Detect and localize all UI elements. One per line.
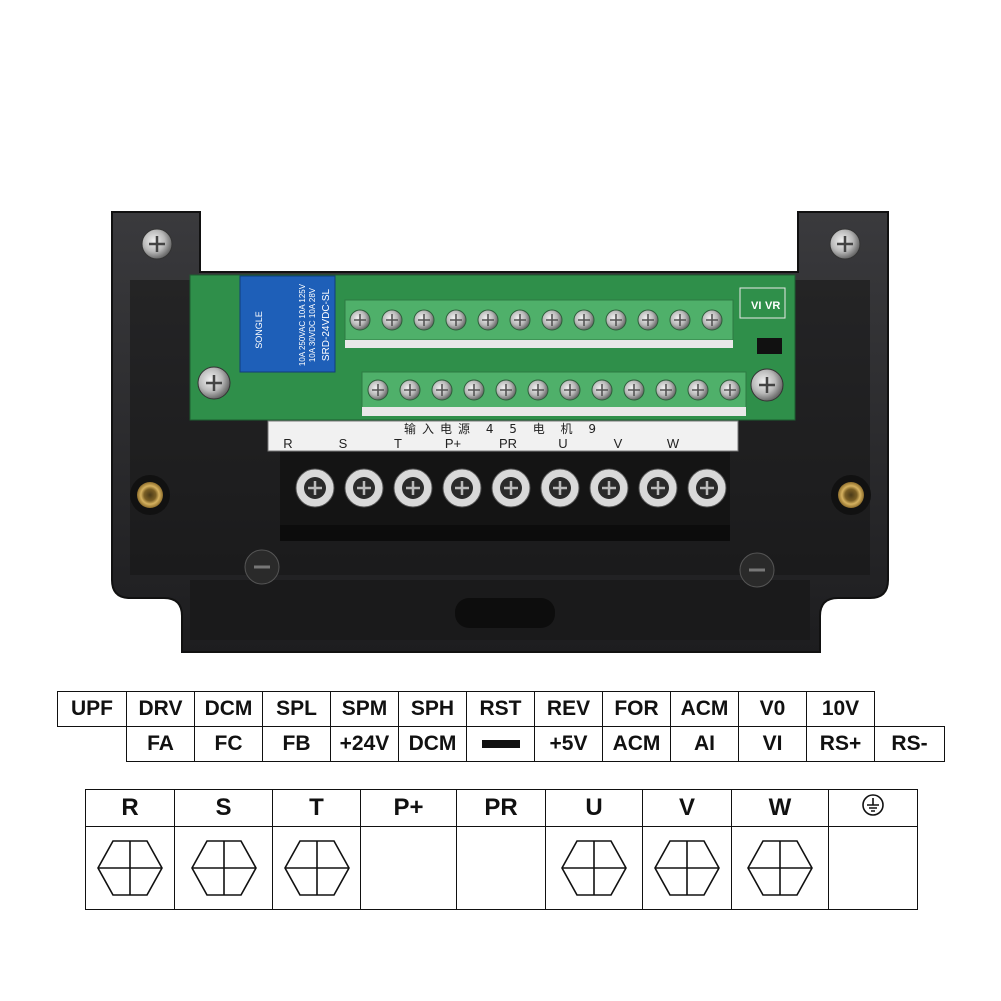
control-terminal-label: RS- <box>874 726 945 762</box>
control-terminal-label: ACM <box>670 691 739 727</box>
strip-label: T <box>394 436 402 451</box>
screw-terminal-icon <box>561 840 627 896</box>
strip-label: V <box>614 436 623 451</box>
power-terminal-label <box>828 789 918 827</box>
empty-symbol-cell <box>360 826 457 910</box>
svg-text:SRD-24VDC-SL: SRD-24VDC-SL <box>321 288 332 361</box>
svg-text:VI: VI <box>751 300 761 312</box>
control-terminal-label: FOR <box>602 691 671 727</box>
screw-terminal-icon <box>190 840 257 896</box>
control-terminal-label: REV <box>534 691 603 727</box>
screw-symbol-cell <box>85 826 175 910</box>
empty-symbol-cell <box>456 826 546 910</box>
screw-symbol-cell <box>731 826 829 910</box>
power-terminal-label: U <box>545 789 643 827</box>
screw-terminal-icon <box>283 840 350 896</box>
strip-label: S <box>339 436 348 451</box>
power-terminal-label: T <box>272 789 361 827</box>
screw-symbol-cell <box>272 826 361 910</box>
strip-label: P+ <box>445 436 461 451</box>
power-terminal-label: P+ <box>360 789 457 827</box>
dash-icon <box>481 740 520 749</box>
control-terminal-label: +24V <box>330 726 399 762</box>
screw-symbol-cell <box>545 826 643 910</box>
control-terminal-label: 10V <box>806 691 875 727</box>
control-terminal-label: DRV <box>126 691 195 727</box>
table-spacer <box>58 727 127 762</box>
control-terminal-label: FA <box>126 726 195 762</box>
screw-terminal-icon <box>97 840 163 896</box>
power-label-strip <box>267 420 739 452</box>
empty-symbol-cell <box>828 826 918 910</box>
control-terminal-label: ACM <box>602 726 671 762</box>
control-terminal-label: SPL <box>262 691 331 727</box>
control-terminal-label: RST <box>466 691 535 727</box>
control-terminal-label: V0 <box>738 691 807 727</box>
control-terminal-label <box>466 726 535 762</box>
svg-text:10A 30VDC 10A 28V: 10A 30VDC 10A 28V <box>308 287 317 362</box>
control-terminal-label: RS+ <box>806 726 875 762</box>
svg-text:10A 250VAC 10A 125V: 10A 250VAC 10A 125V <box>298 283 307 366</box>
strip-chinese: 输入电源 4 5 电 机 9 <box>404 421 602 436</box>
control-terminal-label: SPH <box>398 691 467 727</box>
strip-label: W <box>667 436 680 451</box>
svg-text:VR: VR <box>765 300 780 312</box>
control-terminal-label: FB <box>262 726 331 762</box>
control-terminal-label: FC <box>194 726 263 762</box>
strip-label: R <box>283 436 292 451</box>
control-terminal-label: VI <box>738 726 807 762</box>
power-terminal-label: V <box>642 789 732 827</box>
power-terminal-label: S <box>174 789 273 827</box>
power-terminal-label: R <box>85 789 175 827</box>
drive-terminal-photo: SONGLE 10A 250VAC 10A 125V 10A 30VDC 10A… <box>111 211 889 653</box>
screw-terminal-icon <box>747 840 813 896</box>
upper-terminal-block <box>344 299 734 341</box>
ground-icon <box>862 793 884 816</box>
control-terminal-label: AI <box>670 726 739 762</box>
relay <box>239 275 336 373</box>
strip-label: PR <box>499 436 517 451</box>
table-spacer <box>875 692 945 727</box>
screw-terminal-icon <box>654 840 720 896</box>
power-terminal-label: W <box>731 789 829 827</box>
control-terminal-label: DCM <box>194 691 263 727</box>
power-terminal-label: PR <box>456 789 546 827</box>
control-terminal-label: DCM <box>398 726 467 762</box>
power-symbol-row <box>85 826 918 910</box>
control-terminal-label: +5V <box>534 726 603 762</box>
svg-text:SONGLE: SONGLE <box>254 311 264 349</box>
control-terminal-label: UPF <box>57 691 127 727</box>
control-terminal-label: SPM <box>330 691 399 727</box>
screw-symbol-cell <box>642 826 732 910</box>
screw-symbol-cell <box>174 826 273 910</box>
strip-label: U <box>558 436 567 451</box>
